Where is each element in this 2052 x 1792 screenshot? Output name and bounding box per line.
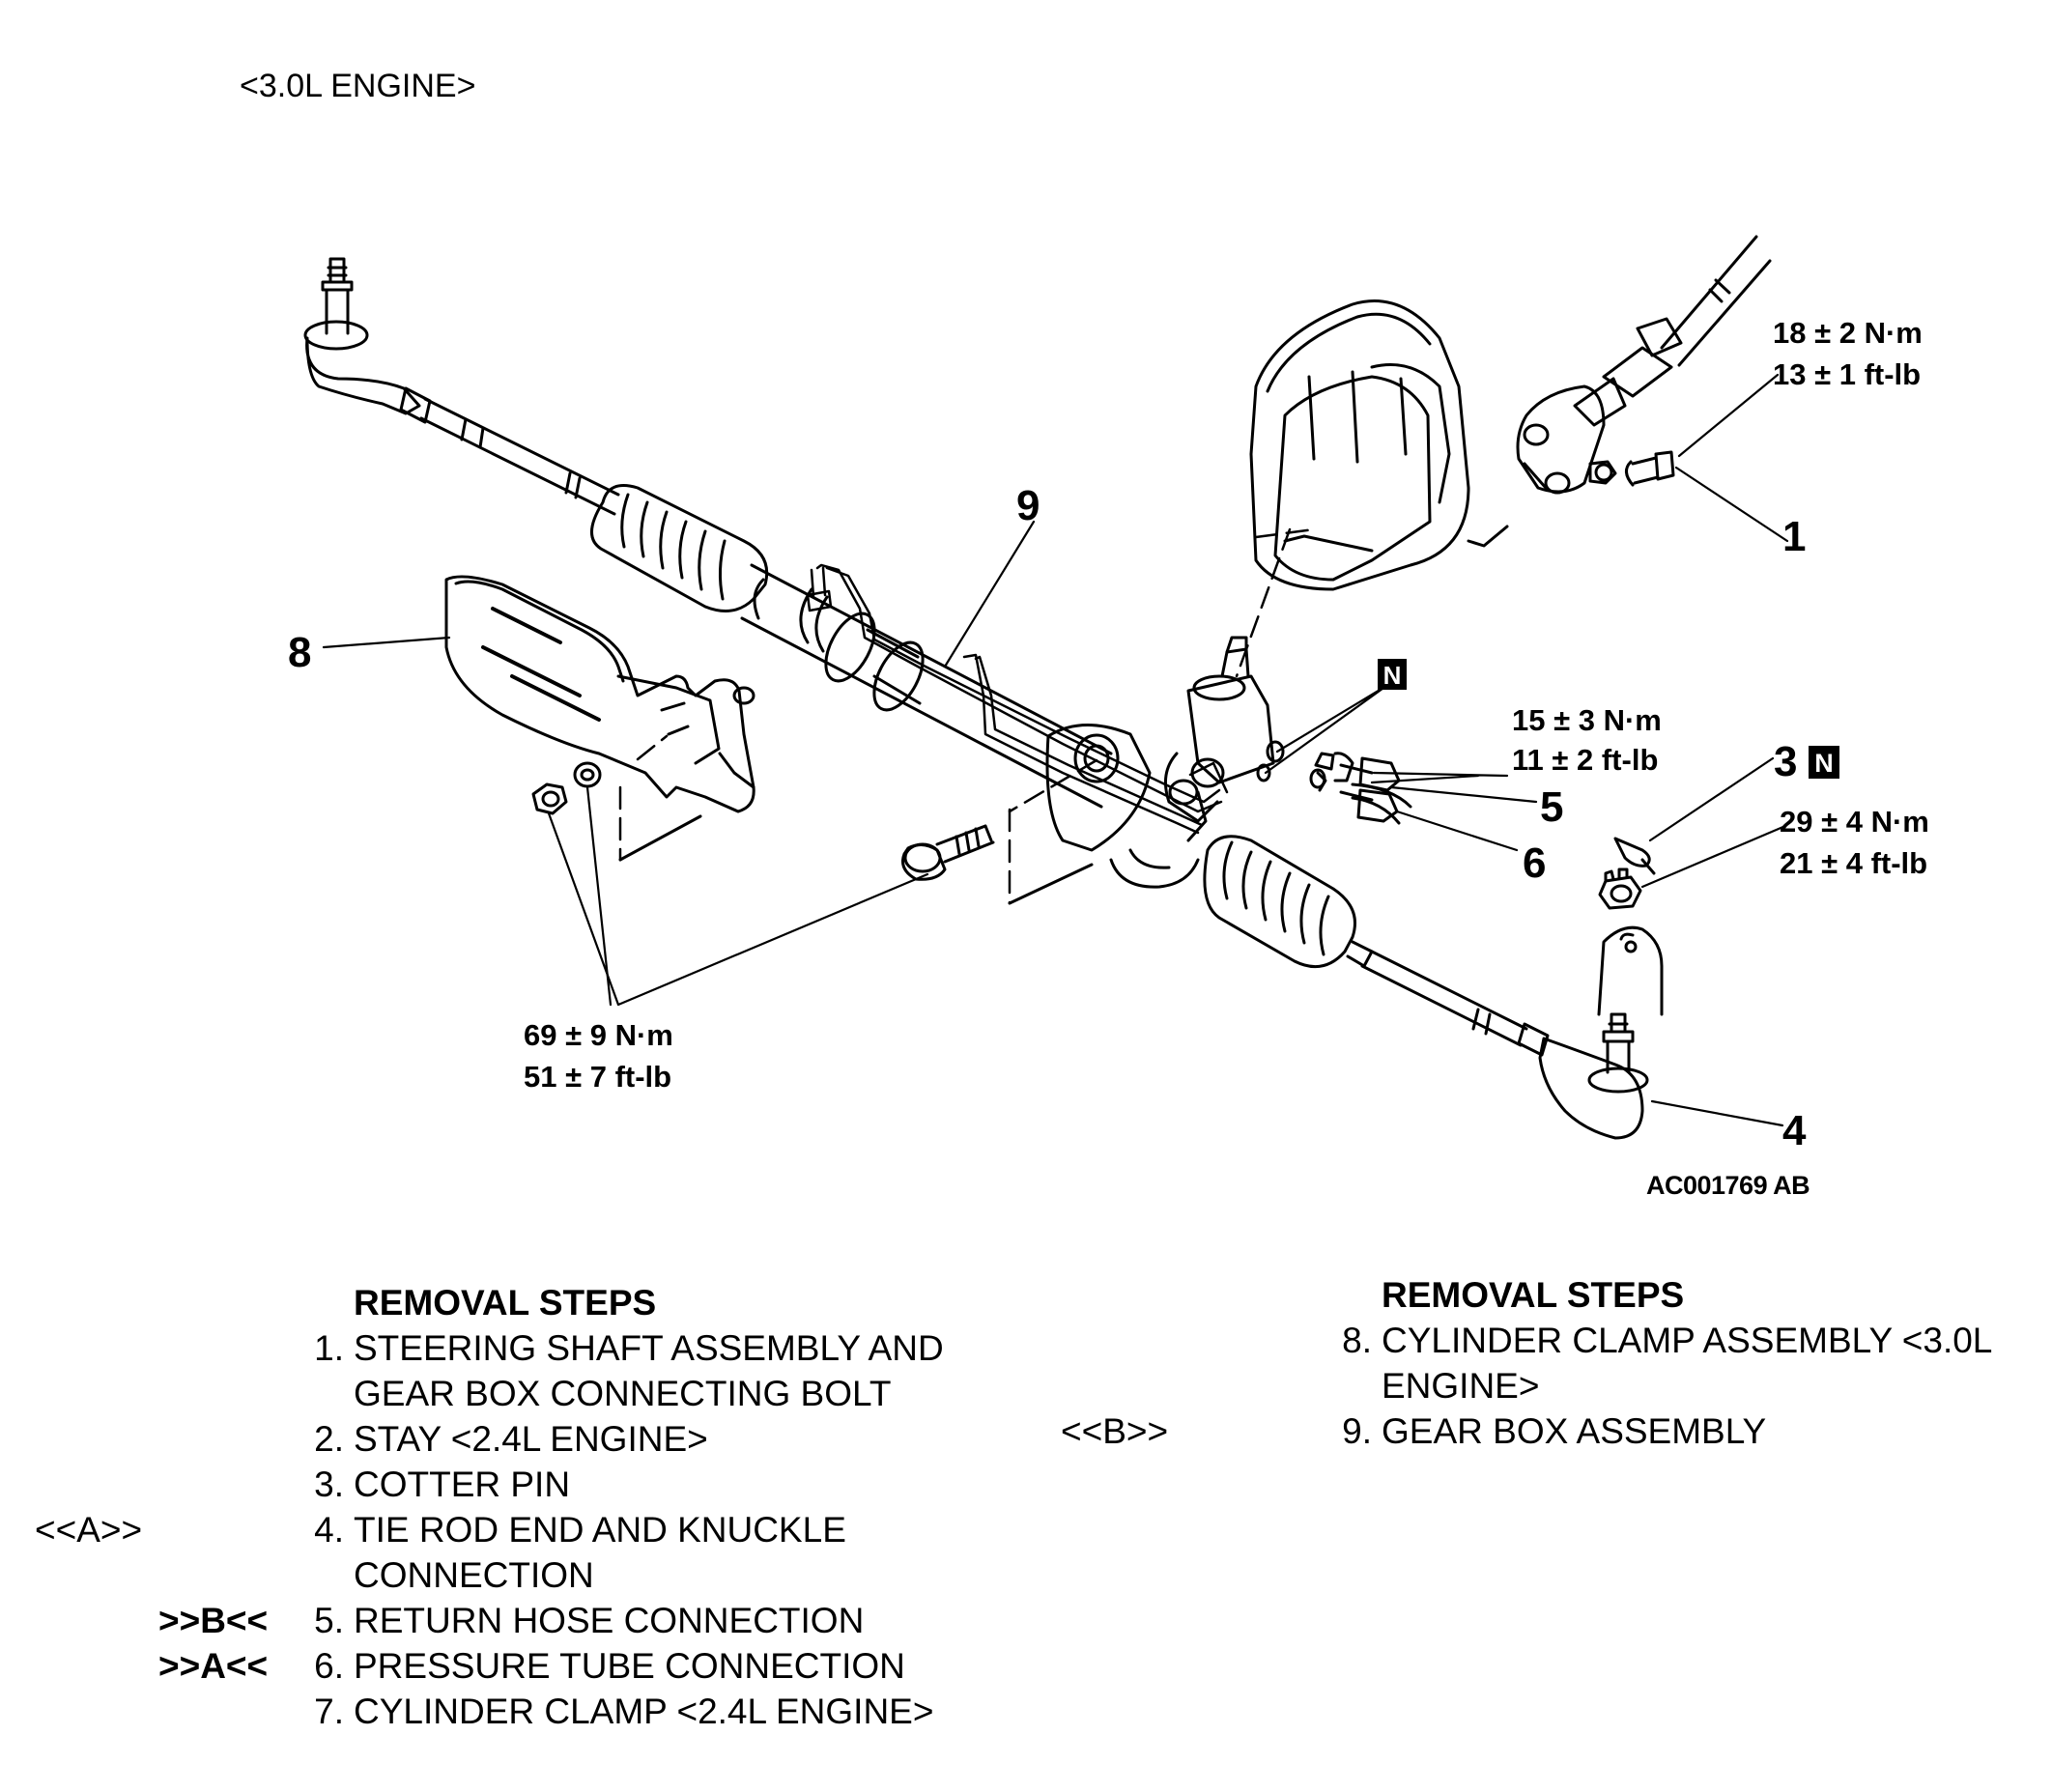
torque-5-6-ftlb: 11 ± 2 ft-lb (1512, 743, 1658, 777)
figure-id: AC001769 AB (1646, 1171, 1810, 1200)
removal-step-5: >>B<< 5. RETURN HOSE CONNECTION (158, 1598, 1107, 1643)
callout-4: 4 (1782, 1107, 1807, 1154)
torque-1-ftlb: 13 ± 1 ft-lb (1773, 357, 1921, 391)
callout-6: 6 (1523, 839, 1546, 887)
alignment-lines (618, 527, 1316, 905)
return-hose-and-pressure-tube (1309, 752, 1412, 825)
bracket-line-right (1008, 863, 1094, 905)
removal-steps-heading: REMOVAL STEPS (1382, 1275, 1685, 1315)
step-text: CYLINDER CLAMP <2.4L ENGINE> (354, 1692, 934, 1731)
step-number: 8. (1342, 1321, 1372, 1360)
removal-step-1: 1. STEERING SHAFT ASSEMBLY AND GEAR BOX … (314, 1325, 1107, 1416)
gear-box-mounting-bolt (901, 824, 995, 881)
engine-variant-label: <3.0L ENGINE> (240, 68, 476, 104)
step-text: PRESSURE TUBE CONNECTION (354, 1646, 905, 1686)
svg-text:N: N (1383, 661, 1402, 690)
procedure-code: <<A>> (35, 1510, 143, 1550)
step-text: RETURN HOSE CONNECTION (354, 1601, 865, 1640)
removal-steps-left: REMOVAL STEPS 1. STEERING SHAFT ASSEMBLY… (35, 1280, 1107, 1734)
torque-5-6-nm: 15 ± 3 N·m (1512, 703, 1662, 737)
leader-lines (322, 373, 1789, 1127)
steering-gear-exploded-diagram: 1 3 4 5 6 8 9 N N 18 ± 2 N·m 13 ± 1 ft-l… (288, 235, 1929, 1154)
bracket-line-left (618, 814, 702, 862)
step-text: TIE ROD END AND KNUCKLE (354, 1510, 846, 1550)
procedure-code: <<B>> (1061, 1411, 1169, 1451)
torque-9-ftlb: 51 ± 7 ft-lb (524, 1060, 671, 1094)
step-text: STAY <2.4L ENGINE> (354, 1419, 708, 1459)
step-text: CYLINDER CLAMP ASSEMBLY <3.0L (1382, 1321, 1993, 1360)
removal-step-2: 2. STAY <2.4L ENGINE> (314, 1416, 1107, 1462)
step-text-cont: CONNECTION (354, 1555, 594, 1595)
step-text-cont: GEAR BOX CONNECTING BOLT (354, 1374, 892, 1413)
svg-text:N: N (1814, 749, 1834, 778)
n-mark-cotter-pin: N (1809, 746, 1839, 779)
installation-code: >>A<< (158, 1646, 269, 1686)
step-number: 1. (314, 1328, 344, 1368)
cotter-pin (1613, 837, 1656, 875)
step-text: GEAR BOX ASSEMBLY (1382, 1411, 1767, 1451)
cylinder-clamp-assembly (444, 575, 755, 813)
callout-8: 8 (288, 629, 311, 676)
step-number: 7. (314, 1692, 344, 1731)
step-text: STEERING SHAFT ASSEMBLY AND (354, 1328, 944, 1368)
callout-1: 1 (1782, 513, 1806, 560)
pressure-tubes (806, 563, 1229, 835)
step-number: 9. (1342, 1411, 1372, 1451)
callout-3: 3 (1774, 738, 1797, 785)
step-text: COTTER PIN (354, 1465, 571, 1504)
step-number: 4. (314, 1510, 344, 1550)
gear-box-assembly (303, 257, 1649, 1140)
steering-shaft-assembly (1467, 235, 1772, 548)
installation-code: >>B<< (158, 1601, 269, 1640)
removal-step-8: 8. CYLINDER CLAMP ASSEMBLY <3.0L ENGINE> (1342, 1318, 2048, 1408)
column-cover (1249, 299, 1470, 591)
removal-steps-heading: REMOVAL STEPS (354, 1283, 657, 1323)
removal-steps-right: REMOVAL STEPS 8. CYLINDER CLAMP ASSEMBLY… (1061, 1272, 2048, 1454)
torque-3-nm: 29 ± 4 N·m (1780, 805, 1929, 839)
step-number: 6. (314, 1646, 344, 1686)
n-mark-pinion: N (1378, 659, 1407, 690)
torque-3-ftlb: 21 ± 4 ft-lb (1780, 846, 1927, 880)
removal-step-9: <<B>> 9. GEAR BOX ASSEMBLY (1061, 1408, 2048, 1454)
removal-step-7: 7. CYLINDER CLAMP <2.4L ENGINE> (314, 1689, 1107, 1734)
removal-step-4: <<A>> 4. TIE ROD END AND KNUCKLE CONNECT… (35, 1507, 1107, 1598)
step-number: 3. (314, 1465, 344, 1504)
callout-9: 9 (1016, 482, 1040, 529)
torque-1-nm: 18 ± 2 N·m (1773, 316, 1923, 350)
removal-step-3: 3. COTTER PIN (314, 1462, 1107, 1507)
o-rings (1256, 740, 1285, 782)
removal-step-6: >>A<< 6. PRESSURE TUBE CONNECTION (158, 1643, 1107, 1689)
step-text-cont: ENGINE> (1382, 1366, 1540, 1406)
castle-nut (1598, 868, 1642, 910)
step-number: 2. (314, 1419, 344, 1459)
torque-9-nm: 69 ± 9 N·m (524, 1018, 673, 1052)
knuckle (1597, 925, 1664, 1016)
step-number: 5. (314, 1601, 344, 1640)
connecting-bolt (1588, 450, 1675, 487)
callout-5: 5 (1540, 783, 1563, 831)
